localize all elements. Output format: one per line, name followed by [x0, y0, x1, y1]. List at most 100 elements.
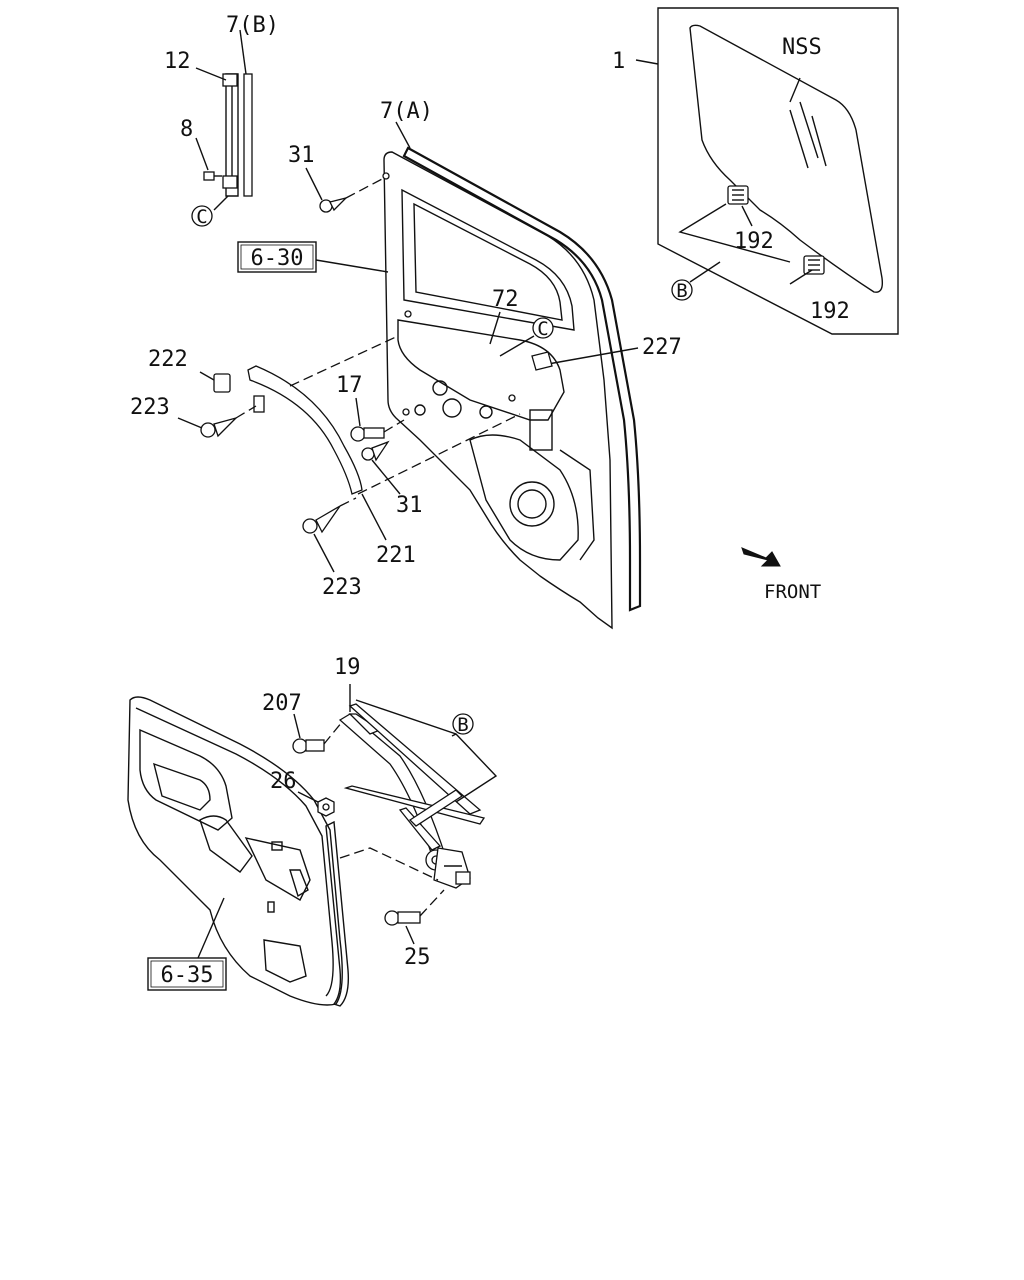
callout-12: 12	[164, 49, 191, 74]
marker-b-leader	[678, 203, 791, 263]
bolt-25	[384, 889, 445, 945]
leader-17	[355, 397, 361, 427]
nut-26	[297, 791, 335, 817]
door-belt-panel	[397, 319, 565, 421]
leader-72	[489, 311, 501, 345]
part-222	[213, 373, 231, 393]
marker-c-1: C	[191, 205, 213, 228]
callout-26: 26	[270, 769, 297, 794]
callout-1: 1	[612, 49, 625, 74]
callout-222: 222	[148, 347, 188, 372]
glass-reflection-line	[789, 109, 809, 169]
trim-clip-hole	[267, 901, 275, 913]
speaker-cone	[517, 489, 547, 519]
glass-reflection-line	[799, 101, 819, 159]
window-regulator-19	[338, 684, 498, 889]
panel-hole	[414, 404, 426, 416]
marker-b-1-label: B	[676, 280, 687, 302]
bolt-17	[350, 397, 405, 442]
leader-7b	[239, 29, 247, 75]
callout-227: 227	[642, 335, 682, 360]
callout-7a: 7(A)	[380, 99, 433, 124]
leader-192b	[789, 269, 813, 285]
ref-6-35-label: 6-35	[161, 963, 214, 988]
leader-26	[297, 791, 319, 803]
door-rear-edge	[559, 449, 595, 561]
trim-edge-seal	[325, 820, 350, 1007]
callout-25: 25	[404, 945, 431, 970]
callout-17: 17	[336, 373, 363, 398]
leader-25	[405, 925, 415, 945]
leader-b1	[689, 261, 721, 283]
regulator-align-line	[339, 847, 439, 881]
callout-72: 72	[492, 287, 519, 312]
glass-inset-frame	[657, 7, 899, 335]
frame-hole	[508, 394, 516, 402]
trim-handle-recess	[153, 762, 211, 811]
front-label: FRONT	[764, 581, 821, 603]
callout-8: 8	[180, 117, 193, 142]
callout-192-lower: 192	[810, 299, 850, 324]
panel-hole	[442, 398, 462, 418]
leader-7a	[395, 121, 411, 149]
door-frame-assembly	[382, 146, 642, 630]
callout-221: 221	[376, 543, 416, 568]
frame-hole	[404, 310, 412, 318]
front-arrow-icon	[741, 547, 781, 567]
leader-223b	[313, 533, 335, 573]
door-trim-panel	[127, 696, 350, 1007]
leader-227	[547, 347, 639, 365]
callout-223-lower: 223	[322, 575, 362, 600]
ref-box-6-30: 6-30	[237, 241, 317, 273]
ref-box-6-35: 6-35	[147, 957, 227, 991]
panel-hole	[432, 380, 448, 396]
door-window-opening	[401, 188, 575, 331]
panel-hole	[479, 405, 493, 419]
marker-b-2: B	[452, 713, 474, 736]
trim-handle	[199, 815, 253, 873]
trim-armrest-upper	[139, 728, 233, 831]
door-lower-cavity	[469, 434, 579, 561]
callout-31-lower: 31	[396, 493, 423, 518]
leader-nss	[789, 77, 801, 103]
leader-31b	[371, 459, 401, 495]
marker-b-1: B	[671, 279, 693, 302]
leader-1	[635, 59, 659, 65]
leader-221	[361, 493, 387, 541]
door-weatherstrip	[402, 146, 642, 612]
leader-31a	[305, 167, 323, 201]
run-channel-7b	[243, 73, 253, 197]
callout-7b: 7(B)	[226, 13, 279, 38]
glass-clip-upper	[727, 185, 749, 205]
leader-192a	[741, 205, 753, 227]
bolt-207	[292, 713, 343, 754]
glass-guide-221	[247, 335, 521, 541]
leader-8	[195, 137, 209, 171]
callout-nss: NSS	[782, 35, 822, 60]
marker-c-1-label: C	[196, 206, 207, 228]
channel-clip-bottom	[222, 175, 238, 189]
marker-b-2-label: B	[457, 714, 468, 736]
screw-223-lower	[302, 497, 357, 573]
part-227	[531, 351, 553, 371]
glass-clip-lower	[803, 255, 825, 275]
door-glass	[689, 24, 884, 293]
speaker-ring	[509, 481, 555, 527]
door-latch	[529, 409, 553, 451]
leader-c2	[499, 335, 535, 357]
glass-inset	[635, 7, 899, 335]
callout-192-upper: 192	[734, 229, 774, 254]
callout-207: 207	[262, 691, 302, 716]
leader-207	[293, 713, 301, 739]
frame-hole	[382, 172, 390, 180]
callout-19: 19	[334, 655, 361, 680]
leader-c1	[213, 195, 229, 211]
trim-latch-handle	[289, 869, 309, 898]
callout-223-upper: 223	[130, 395, 170, 420]
screw-31-upper	[305, 167, 385, 213]
marker-c-2-label: C	[537, 318, 548, 340]
frame-hole	[402, 408, 410, 416]
screw-8	[203, 171, 222, 181]
